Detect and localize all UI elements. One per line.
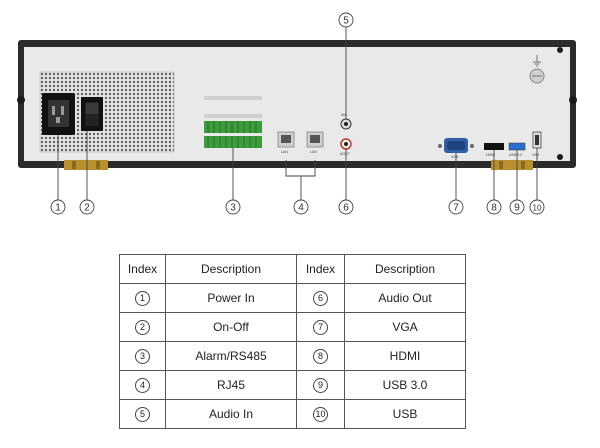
header-description-b: Description bbox=[344, 254, 466, 284]
callout-8-text: 8 bbox=[491, 203, 497, 214]
header-index-a: Index bbox=[119, 254, 166, 284]
callout-3: 3 bbox=[225, 199, 241, 215]
header-description-a: Description bbox=[165, 254, 297, 284]
lan2-label: LAN bbox=[310, 150, 317, 154]
audio-in-jack: MIC bbox=[340, 113, 352, 130]
callout-1-text: 1 bbox=[55, 203, 61, 214]
index-badge: 3 bbox=[135, 349, 150, 364]
description-cell: Audio In bbox=[165, 399, 297, 429]
callout-10: 10 bbox=[529, 199, 545, 215]
alarm-terminal-block bbox=[204, 96, 262, 148]
hdmi-label: HDMI bbox=[486, 153, 495, 157]
callout-4: 4 bbox=[293, 199, 309, 215]
ground-screw bbox=[529, 55, 545, 84]
index-badge: 4 bbox=[135, 378, 150, 393]
rj45-port-2: LAN bbox=[306, 131, 324, 154]
index-badge: 8 bbox=[313, 349, 328, 364]
index-badge: 1 bbox=[135, 291, 150, 306]
index-badge: 9 bbox=[313, 378, 328, 393]
callout-2: 2 bbox=[79, 199, 95, 215]
vga-label: VGA bbox=[451, 155, 459, 159]
description-cell: Alarm/RS485 bbox=[165, 341, 297, 371]
table-row: 1 Power In 6 Audio Out bbox=[119, 283, 466, 313]
table-row: 5 Audio In 10 USB bbox=[119, 399, 466, 429]
vga-port: VGA bbox=[438, 138, 474, 159]
description-cell: Power In bbox=[165, 283, 297, 313]
callout-7: 7 bbox=[448, 199, 464, 215]
description-cell: USB 3.0 bbox=[344, 370, 466, 400]
rear-panel-diagram: LAN LAN MIC AOUT VGA HDMI USB 3.0 USB bbox=[17, 12, 577, 215]
table-row: 3 Alarm/RS485 8 HDMI bbox=[119, 341, 466, 371]
table-row: 4 RJ45 9 USB 3.0 bbox=[119, 370, 466, 400]
table-row: 2 On-Off 7 VGA bbox=[119, 312, 466, 342]
hdmi-port: HDMI bbox=[484, 143, 504, 157]
description-cell: USB bbox=[344, 399, 466, 429]
callout-5: 5 bbox=[338, 12, 354, 28]
usb3-label: USB 3.0 bbox=[509, 153, 522, 157]
audio-in-label: MIC bbox=[341, 113, 348, 117]
index-badge: 5 bbox=[135, 407, 150, 422]
description-cell: On-Off bbox=[165, 312, 297, 342]
power-switch bbox=[81, 97, 103, 131]
lan1-label: LAN bbox=[281, 150, 288, 154]
foot-right bbox=[491, 160, 533, 170]
callout-6-text: 6 bbox=[343, 203, 349, 214]
callout-5-text: 5 bbox=[343, 16, 349, 27]
port-description-table: Index Description Index Description 1 Po… bbox=[119, 254, 466, 429]
callout-9: 9 bbox=[509, 199, 525, 215]
description-cell: HDMI bbox=[344, 341, 466, 371]
index-badge: 6 bbox=[313, 291, 328, 306]
description-cell: RJ45 bbox=[165, 370, 297, 400]
table-header-row: Index Description Index Description bbox=[119, 254, 466, 284]
power-inlet bbox=[42, 93, 75, 135]
callout-10-text: 10 bbox=[533, 204, 542, 213]
callout-6: 6 bbox=[338, 199, 354, 215]
index-badge: 10 bbox=[313, 407, 328, 422]
callout-1: 1 bbox=[50, 199, 66, 215]
callout-3-text: 3 bbox=[230, 203, 236, 214]
index-badge: 7 bbox=[313, 320, 328, 335]
callout-9-text: 9 bbox=[514, 203, 520, 214]
description-cell: Audio Out bbox=[344, 283, 466, 313]
index-badge: 2 bbox=[135, 320, 150, 335]
foot-left bbox=[64, 160, 108, 170]
leader-lines bbox=[57, 27, 538, 200]
usb-label: USB bbox=[532, 153, 540, 157]
callout-4-text: 4 bbox=[298, 203, 304, 214]
audio-out-label: AOUT bbox=[340, 152, 351, 156]
rj45-port-1: LAN bbox=[277, 131, 295, 154]
callout-7-text: 7 bbox=[453, 203, 459, 214]
audio-out-jack: AOUT bbox=[340, 138, 352, 156]
callout-2-text: 2 bbox=[84, 203, 90, 214]
header-index-b: Index bbox=[296, 254, 345, 284]
callout-8: 8 bbox=[486, 199, 502, 215]
description-cell: VGA bbox=[344, 312, 466, 342]
